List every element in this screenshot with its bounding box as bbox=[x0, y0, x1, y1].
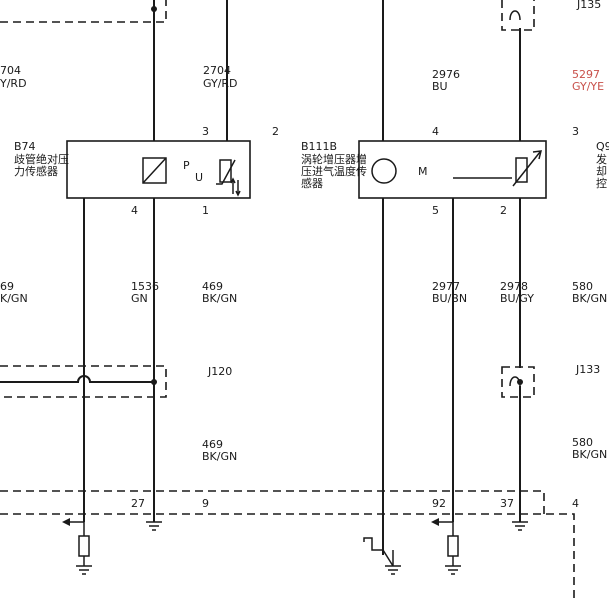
b74-pin-4: 4 bbox=[131, 204, 138, 217]
pin-4: 4 bbox=[572, 497, 579, 510]
pullup-resistor-left bbox=[62, 518, 92, 575]
j120-label: J120 bbox=[207, 365, 232, 378]
wire-469-b74 bbox=[83, 169, 146, 522]
ground-icon-pin27 bbox=[146, 521, 162, 531]
wire-2977-number: 2977 bbox=[432, 280, 460, 293]
splice-j133-dot bbox=[517, 379, 523, 385]
wire-2704-color: GY/RD bbox=[203, 77, 238, 90]
wire-469-color: BK/GN bbox=[202, 292, 237, 305]
wire-2978-number: 2978 bbox=[500, 280, 528, 293]
pin-92: 92 bbox=[432, 497, 446, 510]
wire-469-lower-color: BK/GN bbox=[202, 450, 237, 463]
pin-37: 37 bbox=[500, 497, 514, 510]
wire-704-number: 704 bbox=[0, 64, 21, 77]
pullup-resistor-center bbox=[431, 518, 461, 575]
splice-j120-outline bbox=[0, 365, 167, 398]
b111b-symbol-m: M bbox=[418, 165, 428, 178]
temperature-sensor-icon bbox=[512, 150, 542, 187]
j135-label: J135 bbox=[576, 0, 601, 11]
wire-2976-number: 2976 bbox=[432, 68, 460, 81]
wire-2704-number: 2704 bbox=[203, 64, 231, 77]
b111b-id: B111B bbox=[301, 140, 337, 153]
b111b-name-line1: 涡轮增压器增 bbox=[301, 152, 367, 166]
b74-symbol-u: U bbox=[195, 171, 203, 184]
wire-469-number: 469 bbox=[202, 280, 223, 293]
b111b-pin-3: 3 bbox=[572, 125, 579, 138]
b74-name-line2: 力传感器 bbox=[14, 165, 58, 178]
wire-580-lower-number: 580 bbox=[572, 436, 593, 449]
splice-j120-dot bbox=[151, 379, 157, 385]
wire-704-color: Y/RD bbox=[0, 77, 27, 90]
b111b-pin-5: 5 bbox=[432, 204, 439, 217]
thermistor-icon bbox=[216, 159, 236, 185]
wire-580-number: 580 bbox=[572, 280, 593, 293]
q9-name-line1: 发 bbox=[596, 152, 607, 166]
wire-469-lower-number: 469 bbox=[202, 438, 223, 451]
wire-580-color: BK/GN bbox=[572, 292, 607, 305]
b74-sensor-box bbox=[66, 140, 251, 199]
q9-name-line2: 却 bbox=[596, 165, 607, 178]
sensor-element-icon bbox=[371, 158, 397, 184]
pin-9: 9 bbox=[202, 497, 209, 510]
ground-switch-icon bbox=[363, 537, 401, 575]
b111b-name-line2: 压进气温度传 bbox=[301, 164, 367, 178]
bidirectional-arrow-icon bbox=[230, 177, 241, 197]
j133-label: J133 bbox=[575, 363, 600, 376]
wire-5297-color: GY/YE bbox=[572, 80, 604, 93]
wire-5297-number: 5297 bbox=[572, 68, 600, 81]
b74-pin-1: 1 bbox=[202, 204, 209, 217]
pin-27: 27 bbox=[131, 497, 145, 510]
ground-icon-pin37 bbox=[512, 521, 528, 531]
wire-69-color: K/GN bbox=[0, 292, 28, 305]
pressure-element-icon bbox=[142, 157, 167, 184]
wire-1536-number: 1536 bbox=[131, 280, 159, 293]
b111b-sensor-box bbox=[358, 140, 547, 199]
wire-2978-color: BU/GY bbox=[500, 292, 534, 305]
b74-symbol-p: P bbox=[183, 159, 190, 172]
b74-pin-2: 2 bbox=[272, 125, 279, 138]
q9-id: Q9 bbox=[596, 140, 609, 153]
wire-1536-color: GN bbox=[131, 292, 148, 305]
b111b-pin-2: 2 bbox=[500, 204, 507, 217]
wire-580-lower-color: BK/GN bbox=[572, 448, 607, 461]
b111b-pin-4: 4 bbox=[432, 125, 439, 138]
wire-2977-color: BU/BN bbox=[432, 292, 467, 305]
wire-2976-color: BU bbox=[432, 80, 448, 93]
b111b-name-line3: 感器 bbox=[301, 177, 323, 190]
connector-outline-top-left bbox=[0, 0, 167, 23]
b74-name-line1: 歧管绝对压 bbox=[14, 152, 69, 166]
ecu-connector-top-edge bbox=[0, 490, 545, 514]
splice-j120-bus bbox=[0, 375, 154, 383]
b74-pin-3: 3 bbox=[202, 125, 209, 138]
q9-name-line3: 控 bbox=[596, 176, 607, 190]
b74-id: B74 bbox=[14, 140, 36, 153]
ecu-connector-inner-edge bbox=[0, 513, 575, 602]
connector-j135-symbol bbox=[501, 0, 535, 31]
wire-69-number: 69 bbox=[0, 280, 14, 293]
